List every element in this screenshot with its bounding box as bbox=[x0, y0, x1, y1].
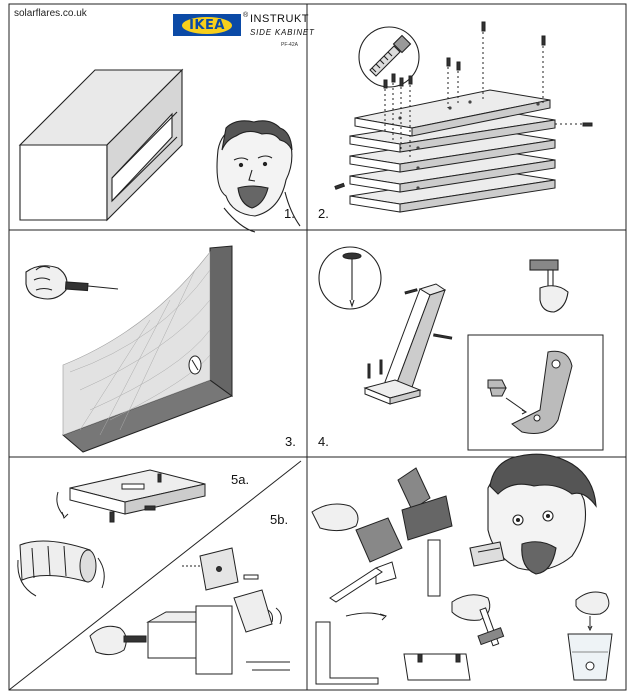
instruction-subtitle: SIDE KABINET bbox=[250, 28, 315, 37]
nail-magnifier bbox=[318, 246, 382, 310]
board-4 bbox=[349, 151, 556, 193]
wall-corner-cobweb bbox=[62, 245, 234, 453]
glass-with-teeth bbox=[567, 591, 613, 681]
screws-group bbox=[334, 21, 593, 190]
board-3 bbox=[349, 131, 556, 173]
step-label-3: 3. bbox=[285, 434, 296, 449]
board-5 bbox=[349, 171, 556, 213]
ikea-logo-text: IKEA bbox=[182, 16, 232, 34]
divider-diagonal bbox=[8, 460, 302, 691]
site-watermark: solarflares.co.uk bbox=[14, 8, 87, 19]
angled-board-with-nails bbox=[363, 283, 453, 405]
sheet-border bbox=[8, 3, 627, 691]
step-label-1: 1. bbox=[284, 206, 295, 221]
bolt-magnifier bbox=[358, 26, 420, 88]
plate-screw-5b bbox=[182, 547, 259, 591]
bracket-detail-box bbox=[467, 334, 604, 451]
hammer-in-hand-6 bbox=[451, 594, 505, 647]
step-label-2: 2. bbox=[318, 206, 329, 221]
chaos-assembly-scene bbox=[311, 467, 471, 685]
hammer-hand bbox=[529, 259, 569, 313]
step-label-4: 4. bbox=[318, 434, 329, 449]
box-panel-5a bbox=[56, 469, 206, 523]
stacked-panels-illustration bbox=[349, 89, 556, 213]
instruction-title: INSTRUKT bbox=[250, 13, 309, 25]
man-face-sketch bbox=[216, 120, 301, 233]
drum-5b bbox=[17, 540, 105, 597]
hand-box-5b bbox=[89, 589, 290, 675]
step-label-5a: 5a. bbox=[231, 472, 250, 487]
registered-mark: ® bbox=[243, 12, 249, 19]
step-label-5b: 5b. bbox=[270, 512, 289, 527]
product-code: PF-42A bbox=[281, 42, 298, 48]
board-1 bbox=[354, 89, 551, 137]
frantic-man-face bbox=[469, 453, 597, 575]
cabinet-illustration bbox=[18, 68, 184, 222]
ikea-logo: IKEA bbox=[173, 14, 241, 36]
hand-screwdriver bbox=[25, 265, 119, 300]
